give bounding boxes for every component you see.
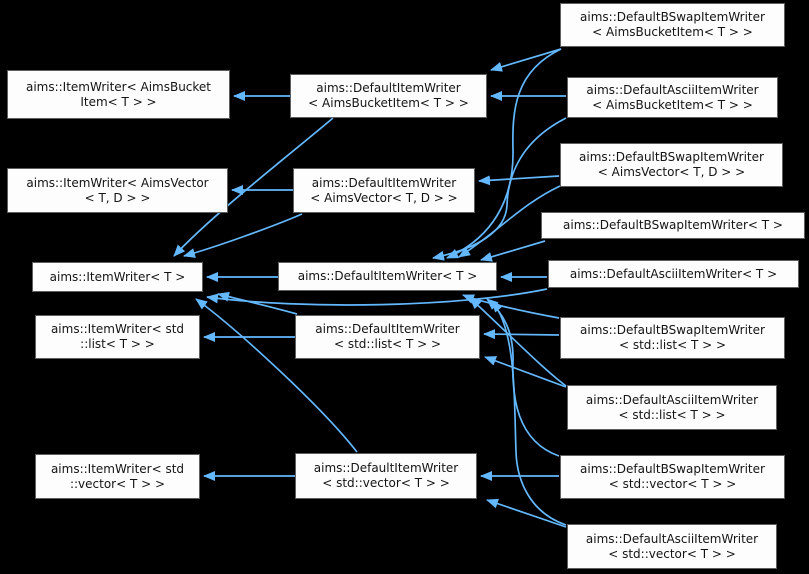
class-name-label: aims::DefaultBSwapItemWriter — [580, 323, 765, 337]
class-name-label: aims::DefaultItemWriter — [315, 322, 460, 336]
inherits-edge-defaultasciiitemwriter-stdvector-to-defaultitemwriter-stdvector — [486, 498, 567, 528]
inherits-edge-defaultbswapitemwriter-t-to-defaultitemwriter-t — [480, 240, 546, 262]
class-node-defaultasciiitemwriter-stdvector[interactable]: aims::DefaultAsciiItemWriter< std::vecto… — [567, 524, 777, 569]
class-name-label: < T, D > > — [84, 190, 151, 205]
class-name-label: < AimsBucketItem< T > > — [308, 96, 469, 110]
inherits-edge-defaultitemwriter-aimsbucketitem-to-itemwriter-t — [173, 117, 334, 257]
class-name-label: aims::DefaultItemWriter< T > — [297, 269, 478, 283]
inherits-edge-defaultasciiitemwriter-stdvector-to-defaultitemwriter-t — [491, 300, 567, 526]
class-name-label: < AimsBucketItem< T > > — [592, 97, 753, 112]
class-node-defaultbswapitemwriter-t[interactable]: aims::DefaultBSwapItemWriter< T > — [541, 212, 805, 239]
class-node-defaultasciiitemwriter-stdlist[interactable]: aims::DefaultAsciiItemWriter< std::list<… — [567, 385, 777, 430]
class-node-defaultitemwriter-aimsbucketitem[interactable]: aims::DefaultItemWriter< AimsBucketItem<… — [290, 74, 487, 118]
class-name-label: aims::DefaultBSwapItemWriter — [580, 10, 765, 24]
class-node-defaultbswapitemwriter-stdlist[interactable]: aims::DefaultBSwapItemWriter< std::list<… — [560, 317, 785, 359]
inherits-edge-defaultbswapitemwriter-aimsvector-to-defaultitemwriter-aimsvector — [478, 175, 560, 186]
class-name-label: < std::vector< T > > — [608, 477, 737, 491]
class-name-label: aims::DefaultItemWriter — [316, 81, 461, 95]
class-node-defaultbswapitemwriter-stdvector[interactable]: aims::DefaultBSwapItemWriter< std::vecto… — [560, 455, 785, 499]
inherits-edge-defaultasciiitemwriter-stdlist-to-defaultitemwriter-stdlist — [484, 356, 567, 388]
class-name-label: aims::ItemWriter< AimsVector — [26, 175, 209, 190]
inherits-edge-defaultitemwriter-aimsvector-to-itemwriter-t — [183, 213, 303, 258]
class-name-label: < AimsBucketItem< T > > — [592, 25, 753, 39]
class-name-label: aims::DefaultAsciiItemWriter — [585, 392, 759, 407]
class-node-defaultitemwriter-t[interactable]: aims::DefaultItemWriter< T > — [278, 262, 497, 291]
class-name-label: ::vector< T > > — [69, 476, 166, 491]
class-node-defaultitemwriter-stdvector[interactable]: aims::DefaultItemWriter< std::vector< T … — [295, 453, 477, 499]
class-node-defaultasciiitemwriter-t[interactable]: aims::DefaultAsciiItemWriter< T > — [548, 260, 799, 288]
class-node-defaultbswapitemwriter-aimsbucketitem[interactable]: aims::DefaultBSwapItemWriter< AimsBucket… — [560, 3, 785, 47]
class-name-label: < std::vector< T > > — [608, 546, 736, 561]
class-name-label: < std::list< T > > — [618, 407, 726, 422]
class-name-label: < AimsVector< T, D > > — [310, 190, 458, 205]
class-name-label: < std::vector< T > > — [322, 476, 450, 490]
class-name-label: < std::list< T > > — [618, 338, 727, 352]
inherits-edge-defaultitemwriter-stdlist-to-itemwriter-t — [217, 291, 298, 315]
class-name-label: aims::DefaultBSwapItemWriter — [579, 150, 764, 164]
inherits-edge-defaultitemwriter-stdvector-to-itemwriter-t — [195, 298, 358, 453]
inherits-edge-defaultasciiitemwriter-t-to-itemwriter-t — [206, 288, 548, 306]
class-node-itemwriter-stdvector[interactable]: aims::ItemWriter< std::vector< T > > — [35, 454, 200, 499]
class-name-label: aims::DefaultAsciiItemWriter< T > — [569, 266, 778, 281]
class-name-label: ::list< T > > — [80, 337, 155, 351]
class-node-itemwriter-stdlist[interactable]: aims::ItemWriter< std::list< T > > — [35, 315, 200, 359]
class-name-label: aims::DefaultItemWriter — [311, 175, 457, 190]
class-node-defaultitemwriter-aimsvector[interactable]: aims::DefaultItemWriter< AimsVector< T, … — [293, 168, 475, 213]
class-name-label: < std::list< T > > — [333, 337, 442, 351]
inherits-edge-defaultbswapitemwriter-stdlist-to-defaultitemwriter-stdlist — [483, 329, 560, 340]
inherits-edge-defaultbswapitemwriter-stdvector-to-defaultitemwriter-t — [486, 298, 560, 457]
class-node-defaultbswapitemwriter-aimsvector[interactable]: aims::DefaultBSwapItemWriter< AimsVector… — [560, 143, 783, 187]
class-node-itemwriter-aimsvector[interactable]: aims::ItemWriter< AimsVector< T, D > > — [7, 168, 228, 213]
inherits-edge-defaultbswapitemwriter-aimsbucketitem-to-defaultitemwriter-t — [446, 48, 562, 259]
class-name-label: aims::DefaultBSwapItemWriter — [580, 462, 765, 476]
class-name-label: aims::ItemWriter< std — [50, 322, 185, 336]
class-node-defaultitemwriter-stdlist[interactable]: aims::DefaultItemWriter< std::list< T > … — [295, 315, 480, 359]
class-name-label: aims::DefaultAsciiItemWriter — [586, 82, 759, 97]
class-name-label: aims::ItemWriter< AimsBucket — [25, 79, 212, 94]
inherits-edge-defaultbswapitemwriter-aimsvector-to-defaultitemwriter-t — [458, 185, 561, 258]
class-node-itemwriter-t[interactable]: aims::ItemWriter< T > — [32, 262, 203, 292]
class-name-label: aims::ItemWriter< T > — [49, 269, 186, 284]
class-name-label: aims::DefaultItemWriter — [313, 461, 459, 475]
class-name-label: aims::DefaultAsciiItemWriter — [585, 531, 759, 546]
class-name-label: < AimsVector< T, D > > — [597, 165, 746, 179]
class-name-label: aims::DefaultBSwapItemWriter< T > — [563, 218, 783, 232]
class-node-defaultasciiitemwriter-aimsbucketitem[interactable]: aims::DefaultAsciiItemWriter< AimsBucket… — [567, 77, 778, 118]
class-name-label: Item< T > > — [80, 94, 157, 109]
inherits-edge-defaultasciiitemwriter-stdlist-to-defaultitemwriter-t — [469, 297, 567, 387]
class-name-label: aims::ItemWriter< std — [50, 461, 185, 476]
inherits-edge-defaultbswapitemwriter-aimsbucketitem-to-defaultitemwriter-aimsbucketitem — [490, 48, 562, 72]
